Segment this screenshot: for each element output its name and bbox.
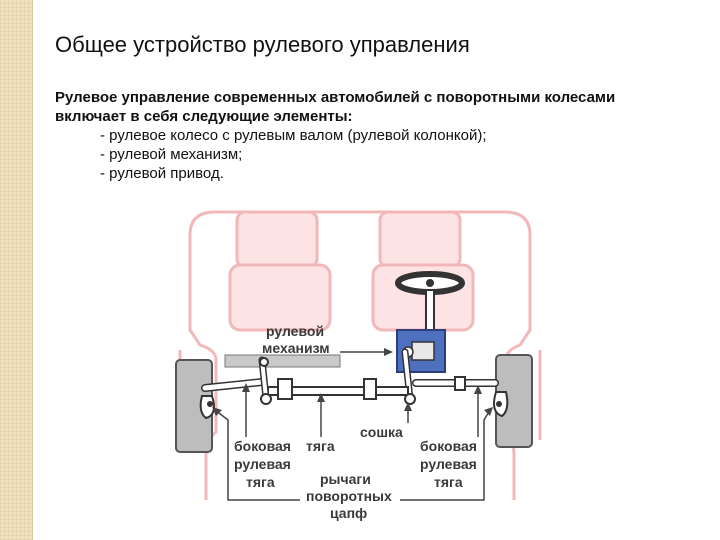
diagram-labels: рулевой механизм боковая рулевая тяга тя…	[234, 323, 477, 521]
label-pitman-arm: сошка	[360, 424, 403, 440]
seat-right	[371, 210, 475, 332]
label-side-tie-rod-right-2: рулевая	[420, 456, 477, 472]
list-item: - рулевое колесо с рулевым валом (рулево…	[100, 127, 487, 144]
lead-line-2: включает в себя следующие элементы:	[55, 108, 353, 125]
slide-title: Общее устройство рулевого управления	[55, 32, 470, 57]
steering-knuckle-arm-right	[493, 391, 509, 418]
right-side-tie-rod	[412, 376, 499, 391]
left-side-tie-rod	[201, 378, 266, 392]
label-side-tie-rod-left-2: рулевая	[234, 456, 291, 472]
leader-lines	[212, 348, 493, 501]
label-steering-mechanism-2: механизм	[262, 340, 330, 356]
label-steering-mechanism-1: рулевой	[266, 323, 324, 339]
idler-arm	[258, 356, 416, 405]
seat-left	[228, 210, 332, 332]
label-side-tie-rod-left-3: тяга	[246, 474, 275, 490]
lead-paragraph: Рулевое управление современных автомобил…	[55, 88, 705, 126]
list-item: - рулевой механизм;	[100, 146, 243, 163]
steering-knuckle-arm-left	[199, 395, 215, 420]
label-side-tie-rod-right-3: тяга	[434, 474, 463, 490]
label-knuckle-levers-3: цапф	[330, 505, 367, 521]
label-knuckle-levers-1: рычаги	[320, 471, 371, 487]
center-tie-rod	[267, 378, 409, 400]
label-side-tie-rod-left-1: боковая	[234, 438, 291, 454]
element-list: - рулевое колесо с рулевым валом (рулево…	[100, 126, 487, 183]
label-tie-rod: тяга	[306, 438, 335, 454]
label-knuckle-levers-2: поворотных	[306, 488, 392, 504]
decorative-side-strip	[0, 0, 33, 540]
frame-bar	[224, 354, 341, 368]
label-side-tie-rod-right-1: боковая	[420, 438, 477, 454]
lead-line-1: Рулевое управление современных автомобил…	[55, 89, 616, 106]
list-item: - рулевой привод.	[100, 165, 224, 182]
